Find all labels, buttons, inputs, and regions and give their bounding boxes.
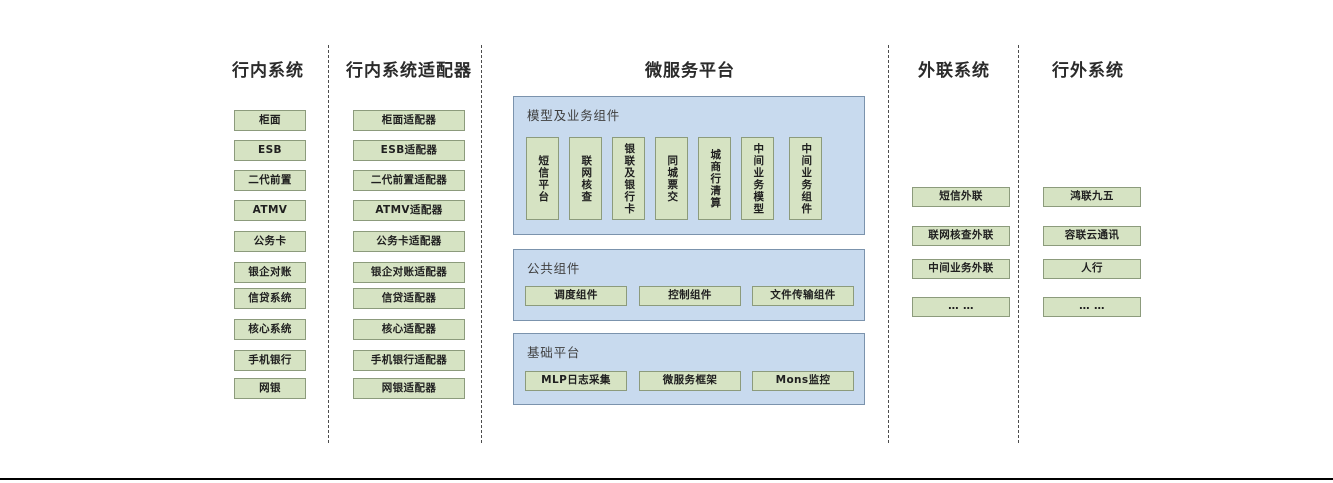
node-platform-model-2[interactable]: 银联及银行卡 <box>612 137 645 220</box>
node-platform-model-5[interactable]: 中间业务模型 <box>741 137 774 220</box>
node-platform-public-2[interactable]: 文件传输组件 <box>752 286 854 306</box>
panel-label-model-business-components: 模型及业务组件 <box>527 108 621 123</box>
node-internal-2[interactable]: 二代前置 <box>234 170 306 191</box>
panel-label-base-platform: 基础平台 <box>527 345 581 360</box>
column-divider-2 <box>481 45 482 443</box>
node-outside-bank-2[interactable]: 人行 <box>1043 259 1141 279</box>
panel-public-components: 公共组件 <box>513 249 865 321</box>
column-divider-1 <box>328 45 329 443</box>
panel-base-platform: 基础平台 <box>513 333 865 405</box>
node-platform-public-1[interactable]: 控制组件 <box>639 286 741 306</box>
node-internal-8[interactable]: 手机银行 <box>234 350 306 371</box>
node-outside-bank-0[interactable]: 鸿联九五 <box>1043 187 1141 207</box>
node-internal-adapter-6[interactable]: 信贷适配器 <box>353 288 465 309</box>
node-internal-4[interactable]: 公务卡 <box>234 231 306 252</box>
column-title-internal-adapter: 行内系统适配器 <box>346 61 472 81</box>
column-title-outside-bank: 行外系统 <box>1052 61 1124 81</box>
panel-label-public-components: 公共组件 <box>527 261 581 276</box>
column-title-external-link: 外联系统 <box>918 61 990 81</box>
node-internal-adapter-9[interactable]: 网银适配器 <box>353 378 465 399</box>
node-platform-model-0[interactable]: 短信平台 <box>526 137 559 220</box>
node-external-link-0[interactable]: 短信外联 <box>912 187 1010 207</box>
column-divider-4 <box>1018 45 1019 443</box>
node-platform-model-4[interactable]: 城商行清算 <box>698 137 731 220</box>
node-platform-base-0[interactable]: MLP日志采集 <box>525 371 627 391</box>
node-platform-public-0[interactable]: 调度组件 <box>525 286 627 306</box>
node-outside-bank-1[interactable]: 容联云通讯 <box>1043 226 1141 246</box>
node-platform-model-3[interactable]: 同城票交 <box>655 137 688 220</box>
node-internal-7[interactable]: 核心系统 <box>234 319 306 340</box>
node-internal-adapter-8[interactable]: 手机银行适配器 <box>353 350 465 371</box>
column-title-internal: 行内系统 <box>232 61 304 81</box>
node-internal-adapter-1[interactable]: ESB适配器 <box>353 140 465 161</box>
node-internal-9[interactable]: 网银 <box>234 378 306 399</box>
column-title-platform: 微服务平台 <box>645 61 735 81</box>
node-internal-adapter-0[interactable]: 柜面适配器 <box>353 110 465 131</box>
node-external-link-1[interactable]: 联网核查外联 <box>912 226 1010 246</box>
node-outside-bank-3[interactable]: … … <box>1043 297 1141 317</box>
node-internal-6[interactable]: 信贷系统 <box>234 288 306 309</box>
node-external-link-3[interactable]: … … <box>912 297 1010 317</box>
node-internal-1[interactable]: ESB <box>234 140 306 161</box>
node-internal-adapter-2[interactable]: 二代前置适配器 <box>353 170 465 191</box>
node-platform-model-1[interactable]: 联网核查 <box>569 137 602 220</box>
node-external-link-2[interactable]: 中间业务外联 <box>912 259 1010 279</box>
node-internal-adapter-5[interactable]: 银企对账适配器 <box>353 262 465 283</box>
node-internal-0[interactable]: 柜面 <box>234 110 306 131</box>
node-internal-adapter-7[interactable]: 核心适配器 <box>353 319 465 340</box>
node-platform-base-2[interactable]: Mons监控 <box>752 371 854 391</box>
node-internal-adapter-4[interactable]: 公务卡适配器 <box>353 231 465 252</box>
bottom-divider <box>0 478 1333 480</box>
node-internal-5[interactable]: 银企对账 <box>234 262 306 283</box>
column-divider-3 <box>888 45 889 443</box>
node-internal-adapter-3[interactable]: ATMV适配器 <box>353 200 465 221</box>
node-internal-3[interactable]: ATMV <box>234 200 306 221</box>
node-platform-model-6[interactable]: 中间业务组件 <box>789 137 822 220</box>
node-platform-base-1[interactable]: 微服务框架 <box>639 371 741 391</box>
